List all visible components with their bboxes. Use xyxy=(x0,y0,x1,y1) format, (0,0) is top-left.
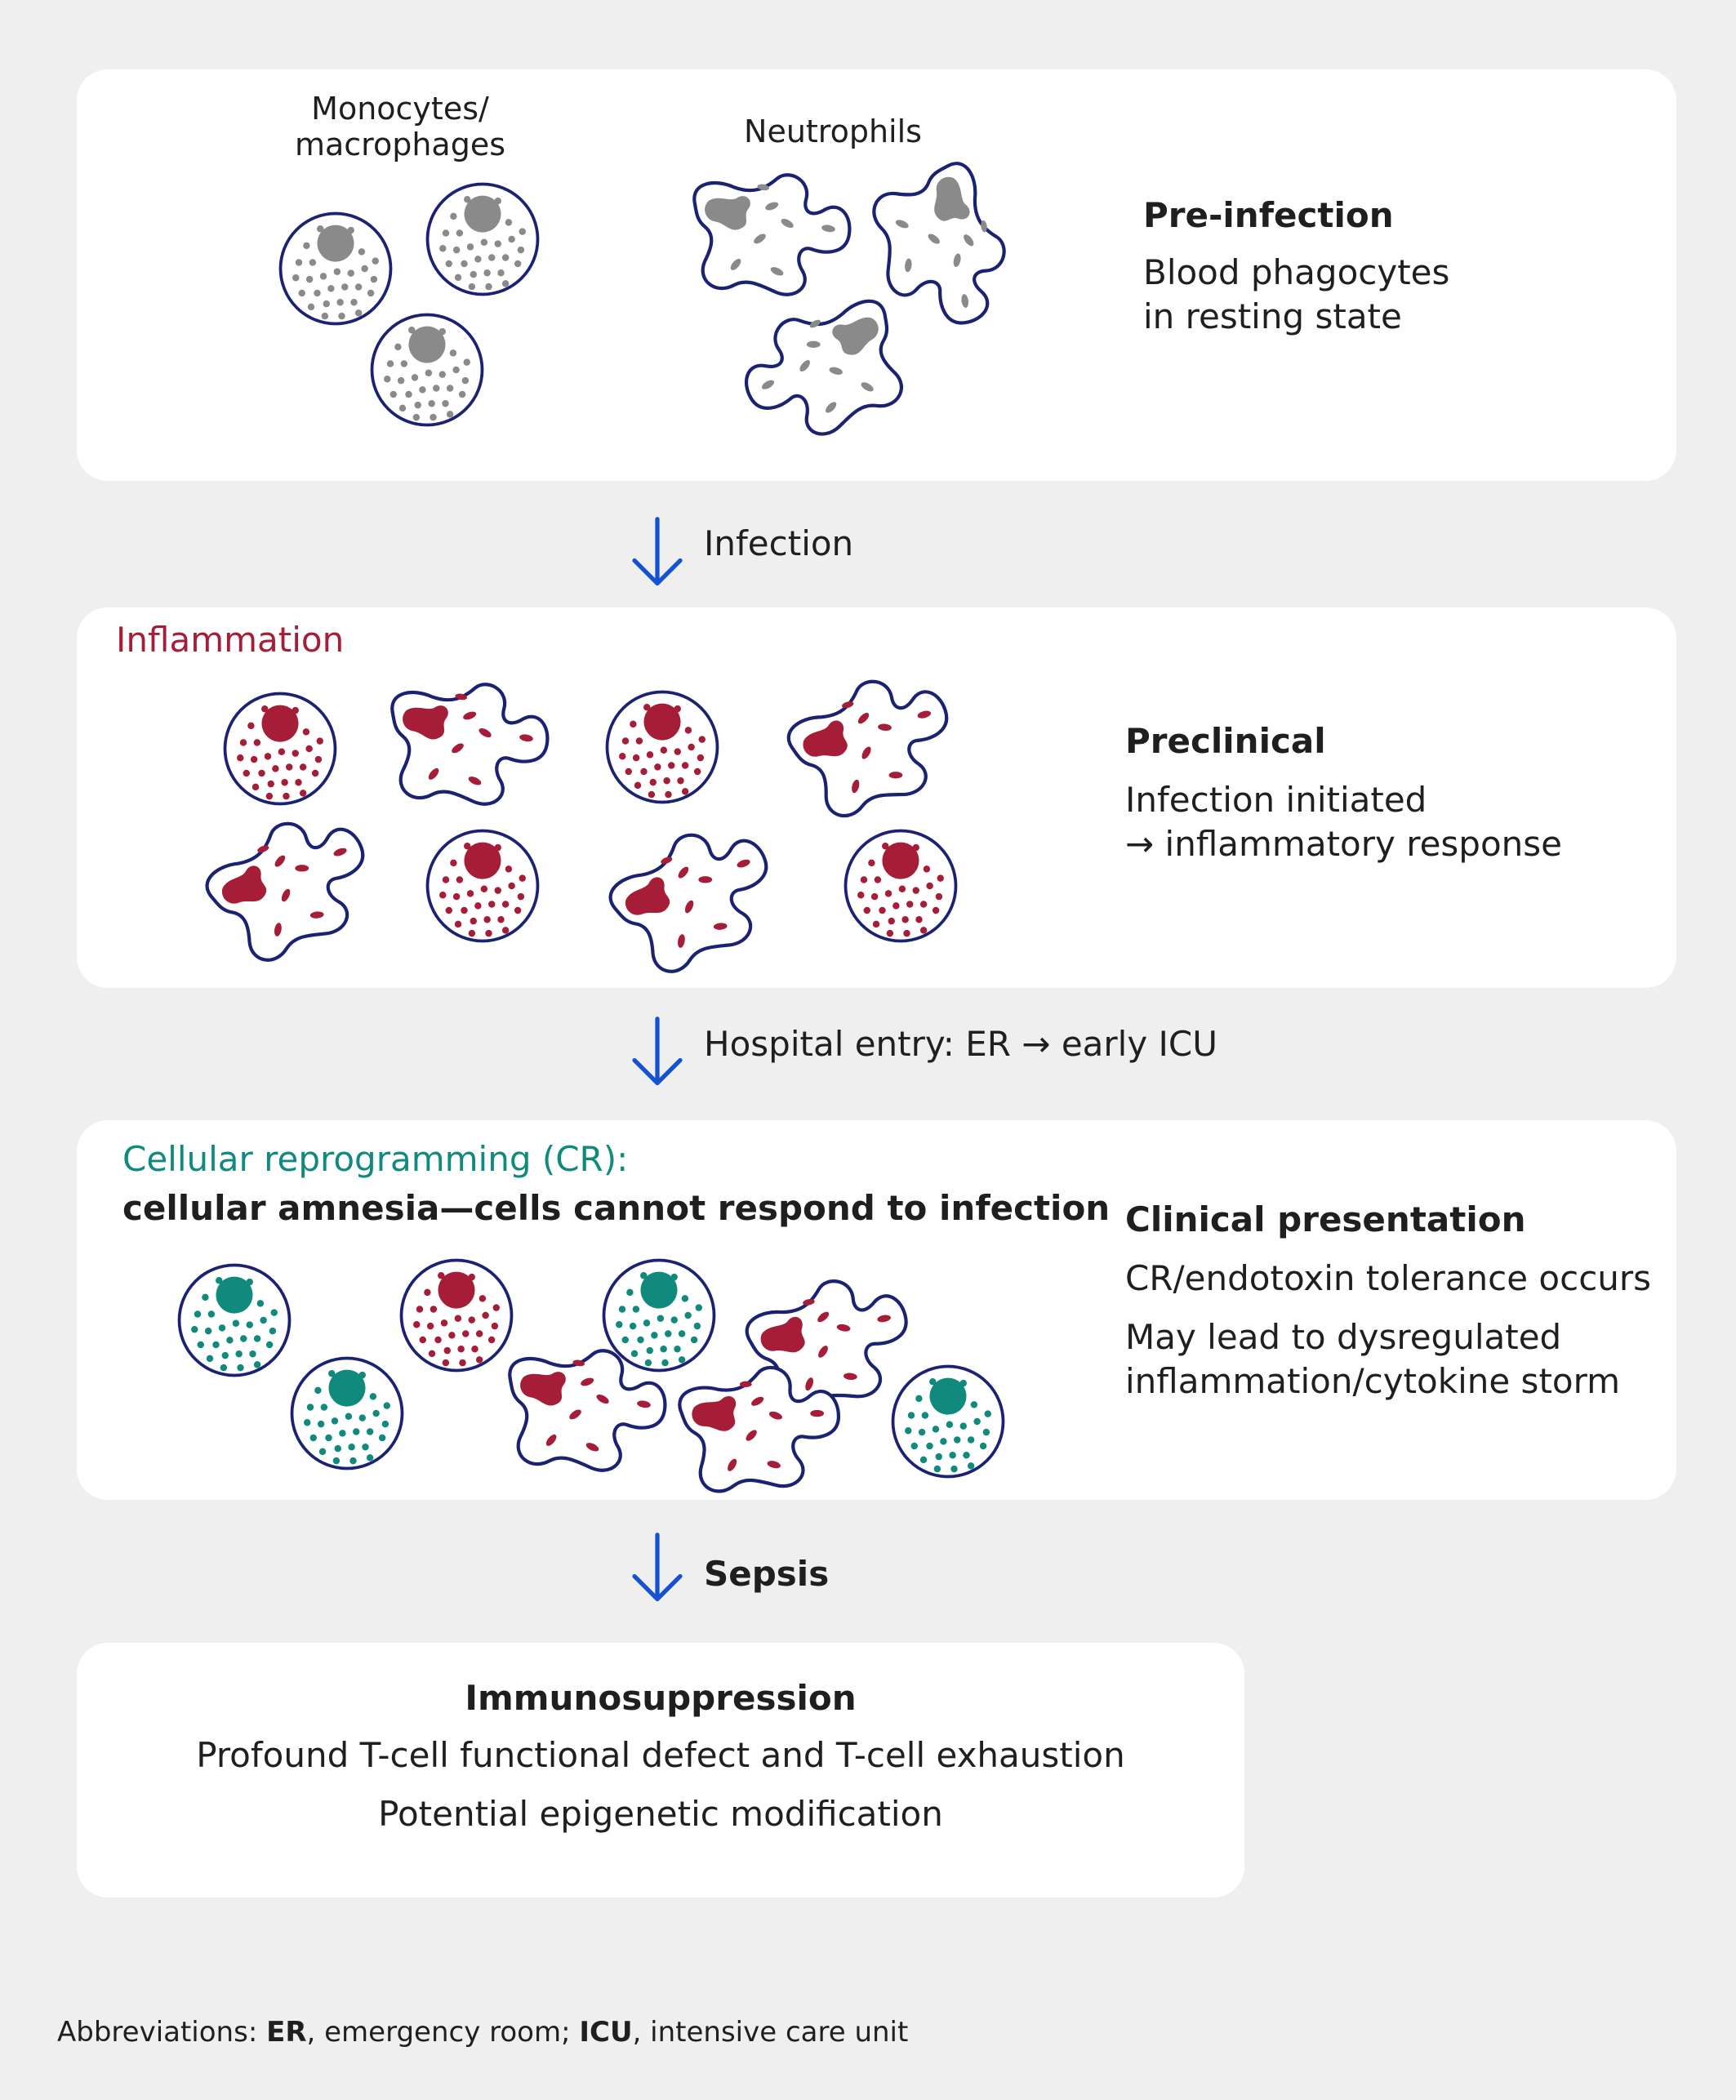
monocytes-label: Monocytes/ macrophages xyxy=(294,91,506,162)
pre-infection-title: Pre-infection xyxy=(1143,195,1394,235)
monocyte-icon xyxy=(366,309,488,431)
immunosuppression-line1: Profound T-cell functional defect and T-… xyxy=(196,1735,1125,1775)
hospital-entry-step-label: Hospital entry: ER → early ICU xyxy=(704,1024,1217,1064)
preclinical-title: Preclinical xyxy=(1125,721,1326,761)
monocyte-icon xyxy=(598,1254,720,1377)
monocyte-icon xyxy=(421,825,544,947)
monocyte-icon xyxy=(887,1360,1009,1483)
pre-infection-text-line1: Blood phagocytes xyxy=(1143,252,1450,292)
down-arrow-icon xyxy=(629,1528,686,1607)
cellular-reprogramming-heading: Cellular reprogramming (CR): xyxy=(122,1139,629,1179)
cellular-amnesia-subheading: cellular amnesia—cells cannot respond to… xyxy=(122,1188,1111,1228)
monocyte-icon xyxy=(173,1259,296,1381)
monocyte-icon xyxy=(601,686,723,808)
down-arrow-icon xyxy=(629,513,686,591)
clinical-presentation-text-line3: inflammation/cytokine storm xyxy=(1125,1361,1621,1401)
pre-infection-text-line2: in resting state xyxy=(1143,296,1402,336)
abbr-icu-definition: , intensive care unit xyxy=(632,2016,909,2049)
inflammation-heading: Inflammation xyxy=(116,620,345,660)
clinical-presentation-text-line1: CR/endotoxin tolerance occurs xyxy=(1125,1258,1652,1298)
down-arrow-icon xyxy=(629,1012,686,1091)
abbr-icu: ICU xyxy=(579,2016,633,2049)
monocyte-icon xyxy=(421,178,544,300)
neutrophil-icon xyxy=(381,673,552,810)
abbr-er: ER xyxy=(266,2016,307,2049)
preclinical-text-line1: Infection initiated xyxy=(1125,780,1427,820)
infection-step-label: Infection xyxy=(704,523,854,563)
clinical-presentation-text-line2: May lead to dysregulated xyxy=(1125,1317,1562,1357)
abbr-er-definition: , emergency room; xyxy=(306,2016,580,2049)
neutrophils-label: Neutrophils xyxy=(744,113,922,149)
immunosuppression-panel xyxy=(77,1643,1244,1898)
abbreviations-footnote: Abbreviations: ER, emergency room; ICU, … xyxy=(57,2016,909,2049)
neutrophil-icon xyxy=(662,1345,855,1510)
monocyte-icon xyxy=(286,1352,408,1475)
clinical-presentation-title: Clinical presentation xyxy=(1125,1199,1526,1239)
preclinical-text-line2: → inflammatory response xyxy=(1125,824,1562,864)
abbreviations-prefix: Abbreviations: xyxy=(57,2016,267,2049)
immunosuppression-line2: Potential epigenetic modification xyxy=(378,1794,943,1834)
immunosuppression-title: Immunosuppression xyxy=(465,1678,857,1718)
monocyte-icon xyxy=(839,825,962,947)
neutrophil-icon xyxy=(683,163,854,300)
sepsis-step-label: Sepsis xyxy=(704,1554,830,1594)
